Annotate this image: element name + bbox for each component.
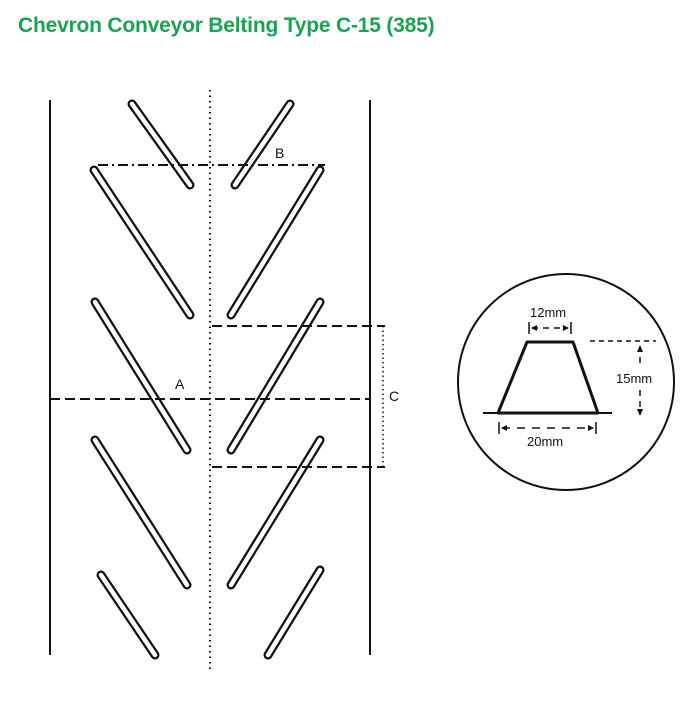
top-width-arrow-right: [563, 325, 569, 331]
cleat-8-fill: [228, 437, 323, 588]
cleat-profile-detail: 12mm 15mm 20mm: [457, 273, 675, 491]
label-b: B: [275, 145, 284, 161]
cleat-6-fill: [228, 299, 323, 453]
detail-circle: [457, 273, 675, 491]
cleat-10-fill: [265, 567, 323, 658]
cleat-1-fill: [129, 101, 193, 188]
top-width-label: 12mm: [530, 305, 566, 320]
cleat-9-fill: [98, 572, 158, 658]
base-width-label: 20mm: [527, 434, 563, 449]
height-label: 15mm: [616, 371, 652, 386]
cleat-4-fill: [228, 167, 323, 318]
height-arrow-up: [637, 345, 643, 352]
cleat-5-fill: [92, 299, 190, 453]
height-arrow-down: [637, 409, 643, 416]
height-label-bg: [614, 368, 666, 386]
label-a: A: [175, 376, 185, 392]
cleat-profile-shape: [496, 340, 600, 415]
page-title: Chevron Conveyor Belting Type C-15 (385): [18, 14, 435, 37]
cleat-7-fill: [92, 437, 190, 588]
base-width-arrow-left: [501, 425, 507, 431]
label-c: C: [389, 388, 399, 404]
chevron-cleats: [89, 99, 325, 660]
cleat-3-fill: [91, 167, 193, 318]
cleat-2-fill: [232, 101, 293, 188]
base-width-arrow-right: [588, 425, 594, 431]
top-width-arrow-left: [531, 325, 537, 331]
